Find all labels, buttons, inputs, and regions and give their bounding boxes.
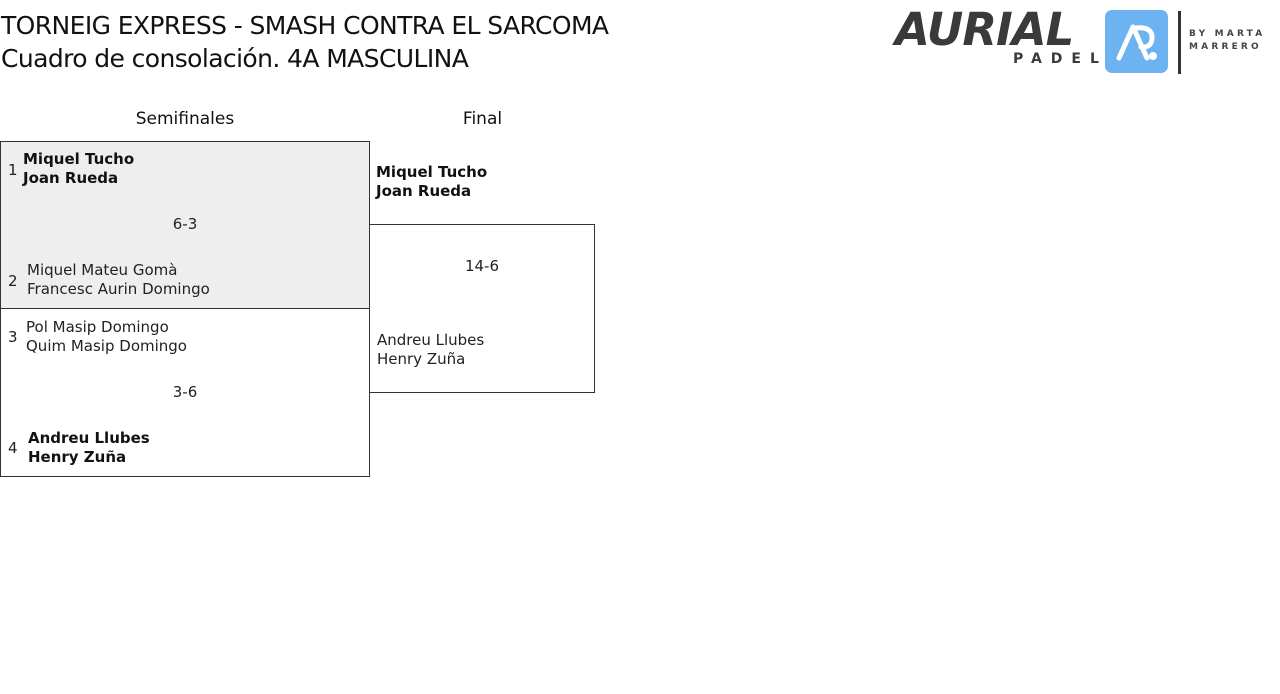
semifinal-match-2[interactable]: 3 Pol Masip Domingo Quim Masip Domingo 3…	[0, 308, 370, 477]
match-score: 14-6	[464, 257, 500, 275]
player-name: Pol Masip Domingo	[26, 318, 169, 336]
seed-number: 3	[8, 328, 18, 346]
match-score: 6-3	[172, 215, 198, 233]
player-name: Andreu Llubes	[28, 429, 150, 447]
aurial-padel-logo: AURIAL PADEL BY MARTA MARRERO	[895, 4, 1275, 76]
player-name: Joan Rueda	[23, 169, 119, 187]
player-name: Henry Zuña	[28, 448, 127, 466]
final-team-1[interactable]: Miquel Tucho Joan Rueda	[376, 163, 487, 201]
byline-2: MARRERO	[1189, 42, 1262, 52]
semifinal-match-1[interactable]: 1 Miquel Tucho Joan Rueda 6-3 2 Miquel M…	[0, 141, 370, 309]
player-name: Francesc Aurin Domingo	[27, 280, 210, 298]
player-name: Miquel Tucho	[23, 150, 135, 168]
team-entry[interactable]: Pol Masip Domingo Quim Masip Domingo	[26, 318, 187, 356]
team-entry[interactable]: Miquel Mateu Gomà Francesc Aurin Domingo	[27, 261, 210, 299]
player-name: Miquel Tucho	[376, 163, 488, 181]
match-score: 3-6	[172, 383, 198, 401]
logo-byline: BY MARTA MARRERO	[1189, 28, 1265, 54]
player-name: Joan Rueda	[376, 182, 472, 200]
seed-number: 4	[8, 439, 18, 457]
seed-number: 2	[8, 272, 18, 290]
byline-1: BY MARTA	[1189, 29, 1266, 39]
player-name: Andreu Llubes	[377, 331, 485, 349]
page-title: TORNEIG EXPRESS - SMASH CONTRA EL SARCOM…	[1, 9, 609, 75]
player-name: Quim Masip Domingo	[26, 337, 187, 355]
team-entry[interactable]: Miquel Tucho Joan Rueda	[23, 150, 134, 188]
round-header-semifinales: Semifinales	[135, 109, 235, 129]
ap-monogram-icon	[1105, 10, 1168, 73]
logo-divider	[1178, 11, 1181, 74]
final-team-2[interactable]: Andreu Llubes Henry Zuña	[377, 331, 484, 369]
seed-number: 1	[8, 161, 18, 179]
logo-brand: AURIAL	[895, 3, 1074, 56]
round-header-final: Final	[462, 109, 503, 129]
draw-subtitle: Cuadro de consolación. 4A MASCULINA	[1, 44, 469, 73]
tournament-title: TORNEIG EXPRESS - SMASH CONTRA EL SARCOM…	[1, 11, 609, 40]
player-name: Henry Zuña	[377, 350, 466, 368]
final-match[interactable]: 14-6 Andreu Llubes Henry Zuña	[369, 224, 595, 393]
player-name: Miquel Mateu Gomà	[27, 261, 178, 279]
team-entry[interactable]: Andreu Llubes Henry Zuña	[28, 429, 150, 467]
logo-sub: PADEL	[1013, 51, 1108, 67]
